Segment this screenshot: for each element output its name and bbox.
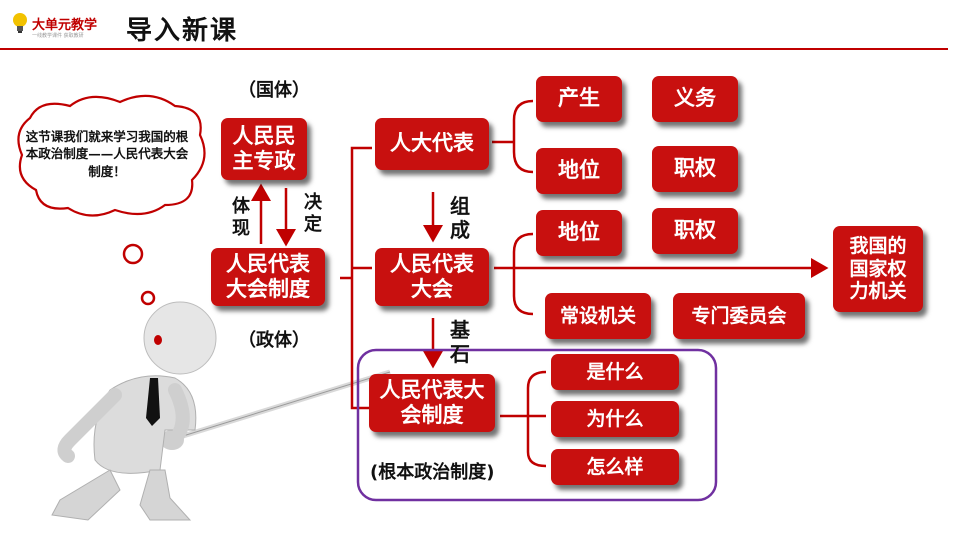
box-rd-zhidu-bottom: 人民代表大会制度 xyxy=(369,374,495,432)
box-text-line: 国家权 xyxy=(849,257,907,280)
box-zhiquan-2: 职权 xyxy=(652,208,738,254)
label-zhengti: （政体） xyxy=(238,330,310,351)
label-genben: (根本政治制度) xyxy=(370,462,495,483)
box-weishenme: 为什么 xyxy=(551,401,679,437)
box-text-line: 人民代表 xyxy=(226,251,310,276)
page-title: 导入新课 xyxy=(126,16,239,46)
box-chansheng: 产生 xyxy=(536,76,622,122)
box-zhiquan-1: 职权 xyxy=(652,146,738,192)
box-text-line: 产生 xyxy=(558,86,600,111)
box-text-line: 会制度 xyxy=(400,403,464,427)
label-tixian: 体现 xyxy=(232,196,250,239)
box-text-line: 怎么样 xyxy=(586,455,644,478)
box-text-line: 大会 xyxy=(411,277,453,301)
label-jueding: 决定 xyxy=(304,192,322,235)
box-text-line: 职权 xyxy=(674,156,716,181)
presenter-figure xyxy=(51,301,391,521)
box-zenmeyang: 怎么样 xyxy=(551,449,679,485)
box-text-line: 地位 xyxy=(558,158,600,183)
logo-text: 大单元教学 xyxy=(32,18,98,33)
box-text-line: 义务 xyxy=(674,86,716,111)
header-divider xyxy=(0,48,948,50)
logo-subtitle: 一线教学课件 获取教研 xyxy=(32,33,84,39)
box-text-line: 人民民 xyxy=(232,123,296,148)
label-zucheng: 组成 xyxy=(450,194,470,242)
box-text-line: 力机关 xyxy=(849,280,907,303)
box-diwei-2: 地位 xyxy=(536,210,622,256)
label-guoti: （国体） xyxy=(238,80,310,101)
logo: 大单元教学 一线教学课件 获取教研 xyxy=(12,8,102,44)
box-shishenme: 是什么 xyxy=(551,354,679,390)
box-changshe-jiguan: 常设机关 xyxy=(545,293,651,339)
box-guojia-quanli-jiguan: 我国的国家权力机关 xyxy=(833,226,923,312)
box-text-line: 人民代表大 xyxy=(379,377,485,402)
bubble-text: 这节课我们就来学习我国的根本政治制度——人民代表大会制度！ xyxy=(25,129,189,179)
box-text-line: 我国的 xyxy=(849,234,907,257)
box-rd-zhidu-left: 人民代表大会制度 xyxy=(211,248,325,306)
box-yiwu: 义务 xyxy=(652,76,738,122)
box-text-line: 大会制度 xyxy=(226,277,310,301)
box-text-line: 地位 xyxy=(558,220,600,245)
box-text-line: 专门委员会 xyxy=(691,304,787,327)
label-jishi: 基石 xyxy=(450,318,470,366)
box-renda-daibiao: 人大代表 xyxy=(375,118,489,170)
box-rd-dahui: 人民代表大会 xyxy=(375,248,489,306)
box-text-line: 主专政 xyxy=(232,149,296,173)
box-renmin-minzhu-zhuanzheng: 人民民主专政 xyxy=(221,118,307,180)
focus-frame xyxy=(356,348,718,502)
lightbulb-icon xyxy=(13,13,27,33)
box-text-line: 人大代表 xyxy=(390,131,474,156)
box-text-line: 是什么 xyxy=(586,360,644,383)
box-text-line: 职权 xyxy=(674,218,716,243)
box-zhuanmen-weiyuanhui: 专门委员会 xyxy=(673,293,805,339)
box-text-line: 为什么 xyxy=(586,407,644,430)
box-text-line: 常设机关 xyxy=(559,304,636,327)
box-text-line: 人民代表 xyxy=(390,251,474,276)
box-diwei-1: 地位 xyxy=(536,148,622,194)
thought-bubble xyxy=(17,94,206,342)
